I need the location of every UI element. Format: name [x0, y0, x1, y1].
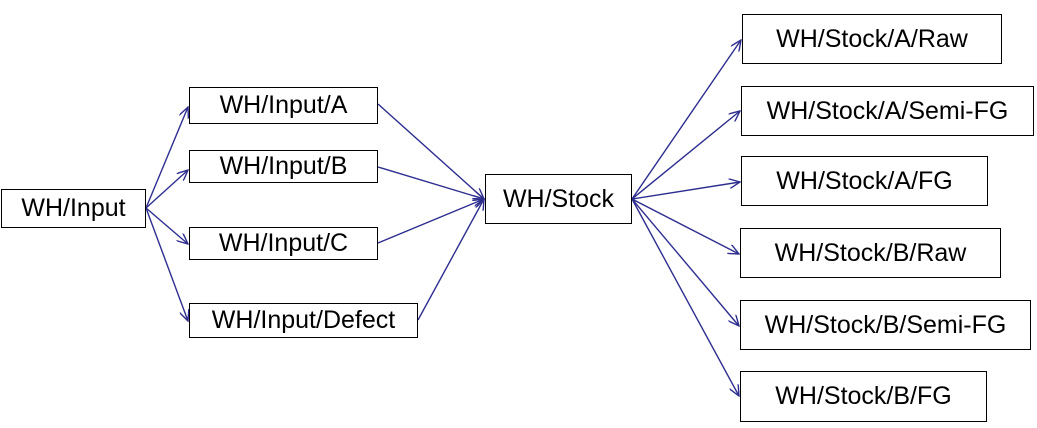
node-wh-stock-b-fg: WH/Stock/B/FG: [740, 371, 987, 422]
node-wh-input-defect: WH/Input/Defect: [189, 303, 418, 338]
arrow-input-to-a: [145, 107, 188, 209]
arrow-input-to-b: [145, 170, 188, 209]
node-wh-stock-a-semi-fg: WH/Stock/A/Semi-FG: [741, 86, 1034, 136]
arrow-defect-to-stock: [417, 199, 484, 321]
arrow-input-to-c: [145, 207, 188, 244]
arrow-stock-to-a-raw: [631, 40, 741, 200]
arrow-stock-to-a-semi: [631, 111, 740, 200]
arrow-stock-to-b-fg: [631, 198, 739, 396]
node-wh-stock-b-semi-fg: WH/Stock/B/Semi-FG: [740, 300, 1031, 350]
arrow-stock-to-a-fg: [631, 182, 740, 200]
node-wh-stock: WH/Stock: [485, 174, 632, 224]
node-wh-stock-a-raw: WH/Stock/A/Raw: [742, 14, 1002, 64]
arrow-b-to-stock: [377, 166, 484, 199]
node-wh-input: WH/Input: [1, 189, 146, 228]
arrow-input-to-defect: [145, 207, 188, 321]
node-wh-input-a: WH/Input/A: [189, 87, 378, 124]
arrow-stock-to-b-raw: [631, 198, 739, 254]
arrow-a-to-stock: [377, 103, 484, 199]
node-wh-input-c: WH/Input/C: [189, 227, 378, 260]
arrow-stock-to-b-semi: [631, 198, 739, 326]
node-wh-stock-b-raw: WH/Stock/B/Raw: [740, 228, 1001, 278]
node-wh-input-b: WH/Input/B: [189, 150, 378, 183]
arrow-c-to-stock: [377, 199, 484, 244]
node-wh-stock-a-fg: WH/Stock/A/FG: [741, 156, 988, 206]
